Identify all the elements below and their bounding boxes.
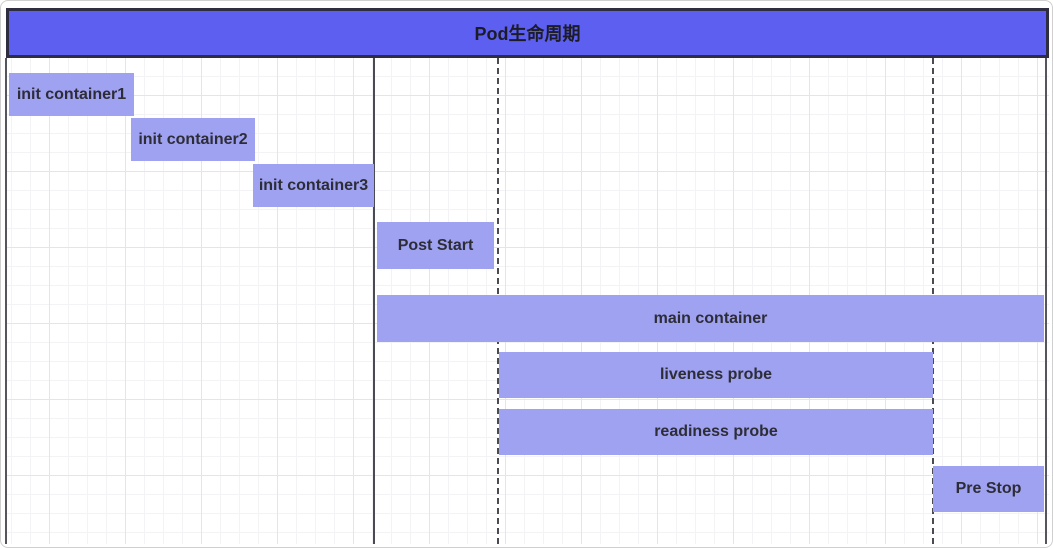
left-edge-line [5, 58, 7, 544]
bar-init-container2: init container2 [131, 118, 255, 161]
bar-init-container1: init container1 [9, 73, 134, 116]
bar-label: main container [653, 309, 768, 327]
page-title: Pod生命周期 [474, 24, 581, 44]
bar-init-container3: init container3 [253, 164, 374, 207]
bar-label: init container1 [16, 85, 127, 103]
bar-main-container: main container [377, 295, 1044, 342]
bar-label: init container2 [138, 130, 248, 148]
bar-label: liveness probe [659, 366, 773, 384]
title-bar: Pod生命周期 [6, 8, 1049, 58]
bar-label: readiness probe [654, 423, 778, 441]
bar-liveness-probe: liveness probe [499, 352, 933, 398]
right-edge-line [1045, 58, 1047, 544]
bar-label: Pre Stop [955, 480, 1022, 498]
bar-readiness-probe: readiness probe [499, 409, 933, 455]
bar-label: init container3 [258, 176, 369, 194]
solid-phase-line [373, 58, 375, 544]
bar-pre-stop: Pre Stop [933, 466, 1044, 512]
bar-post-start: Post Start [377, 222, 494, 269]
bar-label: Post Start [397, 236, 474, 254]
